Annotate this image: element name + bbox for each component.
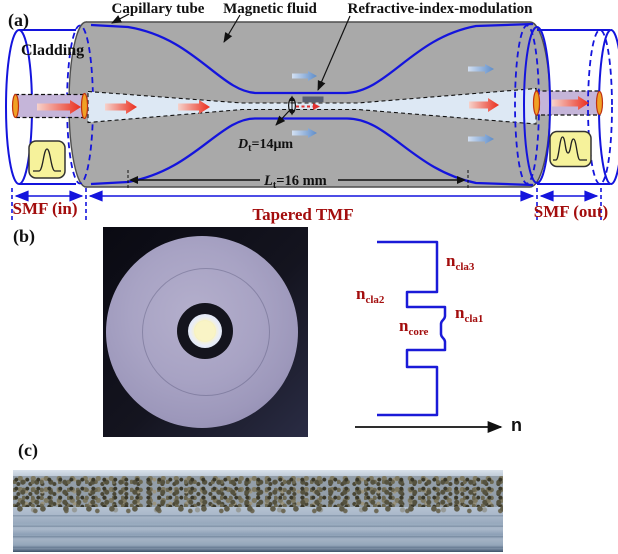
taper-length-label: Lt=16 mm (263, 173, 327, 191)
index-modulation-bar (302, 96, 324, 102)
waist-red-dashed-arrow (296, 103, 320, 110)
panel-a-letter: (a) (8, 10, 29, 31)
cladding-label: Cladding (21, 42, 84, 59)
panel-a-schematic: Lt=16 mm (5, 1, 618, 224)
photo-c-nanoparticle-edge (13, 506, 503, 516)
output-pulse-box (549, 130, 592, 168)
n-core-label: ncore (399, 316, 429, 338)
index-profile-curve (377, 240, 447, 417)
input-pulse-box (28, 140, 66, 179)
photo-inner-ring (142, 268, 270, 396)
index-profile-plot (355, 240, 503, 433)
n-cla2-label: ncla2 (356, 284, 385, 306)
taper-length-dimension (127, 170, 469, 190)
waist-diameter-label: Dt=14μm (237, 137, 293, 154)
panel-b-letter: (b) (13, 226, 35, 246)
magnetic-fluid-label: Magnetic fluid (223, 1, 317, 17)
waist-marker (275, 95, 297, 126)
tapered-fiber-side-photo (13, 470, 503, 552)
n-cla3-label: ncla3 (446, 251, 475, 273)
splice-points (11, 90, 604, 120)
section-annotation (11, 188, 602, 222)
mode-field-taper (87, 87, 537, 125)
refractive-index-modulation-label: Refractive-index-modulation (348, 1, 534, 17)
n-axis-label: n (511, 415, 522, 435)
fluid-flow-arrows (292, 64, 494, 144)
output-pulse-waveform (553, 136, 587, 161)
n-cla1-label: ncla1 (455, 303, 484, 325)
smf-out-label: SMF (out) (534, 202, 608, 221)
panel-c-letter: (c) (18, 440, 38, 460)
taper-profile-curves (90, 22, 534, 187)
light-propagation-arrows (37, 96, 589, 114)
photo-c-top-band (13, 470, 503, 478)
tapered-tmf-label: Tapered TMF (252, 205, 353, 224)
capillary-tube-label: Capillary tube (112, 1, 205, 17)
photo-core-spot (194, 320, 216, 342)
smf-in-label: SMF (in) (12, 199, 77, 218)
label-leaders (111, 13, 351, 91)
photo-c-nanoparticle-band (13, 476, 503, 507)
input-pulse-waveform (33, 148, 61, 172)
fiber-cross-section-photo (103, 227, 308, 437)
